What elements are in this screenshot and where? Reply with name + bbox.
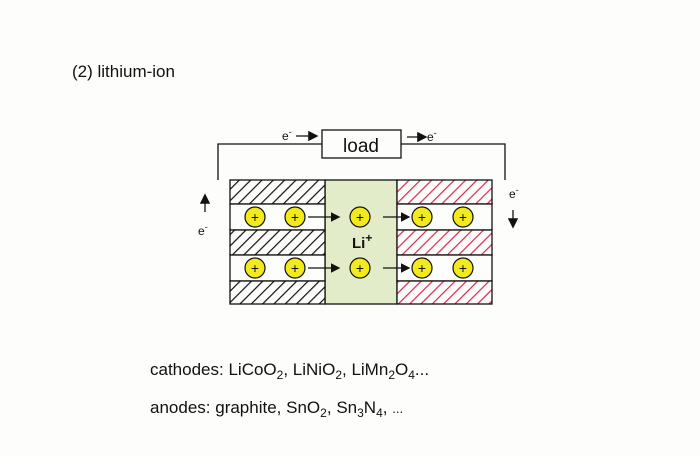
cathode-formula: LiMn2O4 [351, 360, 415, 382]
li-ion [411, 206, 433, 228]
li-ion-row-bottom: + + + + + [244, 257, 474, 279]
anodes-line: anodes: graphite, SnO2, Sn3N4, ... [150, 398, 404, 420]
svg-text:+: + [418, 260, 426, 276]
svg-text:+: + [356, 209, 364, 225]
anode-formula: Sn3N4 [336, 398, 383, 420]
cathode [396, 179, 493, 305]
svg-text:+: + [291, 209, 299, 225]
svg-text:+: + [251, 260, 259, 276]
cathodes-label: cathodes: [150, 360, 224, 379]
circuit-wire [217, 143, 506, 180]
li-ion [452, 206, 474, 228]
li-ion [411, 257, 433, 279]
svg-text:+: + [356, 260, 364, 276]
li-ion [244, 206, 266, 228]
electron-flow-down: e- [507, 185, 519, 229]
cathode-formula: LiNiO2 [292, 360, 342, 382]
li-ion [349, 257, 371, 279]
svg-text:+: + [459, 209, 467, 225]
li-ion [452, 257, 474, 279]
anodes-label: anodes: [150, 398, 211, 417]
load-box [321, 129, 402, 159]
svg-text:+: + [291, 260, 299, 276]
anodes-more: ... [392, 401, 404, 416]
electron-flow-right: e- [407, 128, 437, 144]
cathodes-line: cathodes: LiCoO2, LiNiO2, LiMn2O4... [150, 360, 430, 382]
svg-text:e-: e- [509, 185, 519, 201]
li-ion [284, 206, 306, 228]
anode-formula: SnO2 [286, 398, 327, 420]
li-ion-row-top: + + + + + [244, 206, 474, 228]
svg-text:e-: e- [282, 127, 292, 143]
svg-text:+: + [459, 260, 467, 276]
svg-text:e-: e- [427, 128, 437, 144]
anode-formula: graphite, [215, 398, 282, 417]
cathode-formula: LiCoO2 [228, 360, 284, 382]
svg-text:e-: e- [198, 222, 208, 238]
page-title: (2) lithium-ion [72, 62, 175, 81]
anode [229, 179, 326, 305]
electrolyte [324, 179, 398, 305]
li-ion [349, 206, 371, 228]
load-label: load [343, 136, 379, 157]
li-ion-label: Li+ [352, 231, 372, 252]
li-ion [244, 257, 266, 279]
svg-text:+: + [251, 209, 259, 225]
li-ion [284, 257, 306, 279]
electron-flow-left: e- [282, 127, 319, 143]
electron-flow-up: e- [198, 193, 211, 238]
svg-text:+: + [418, 209, 426, 225]
